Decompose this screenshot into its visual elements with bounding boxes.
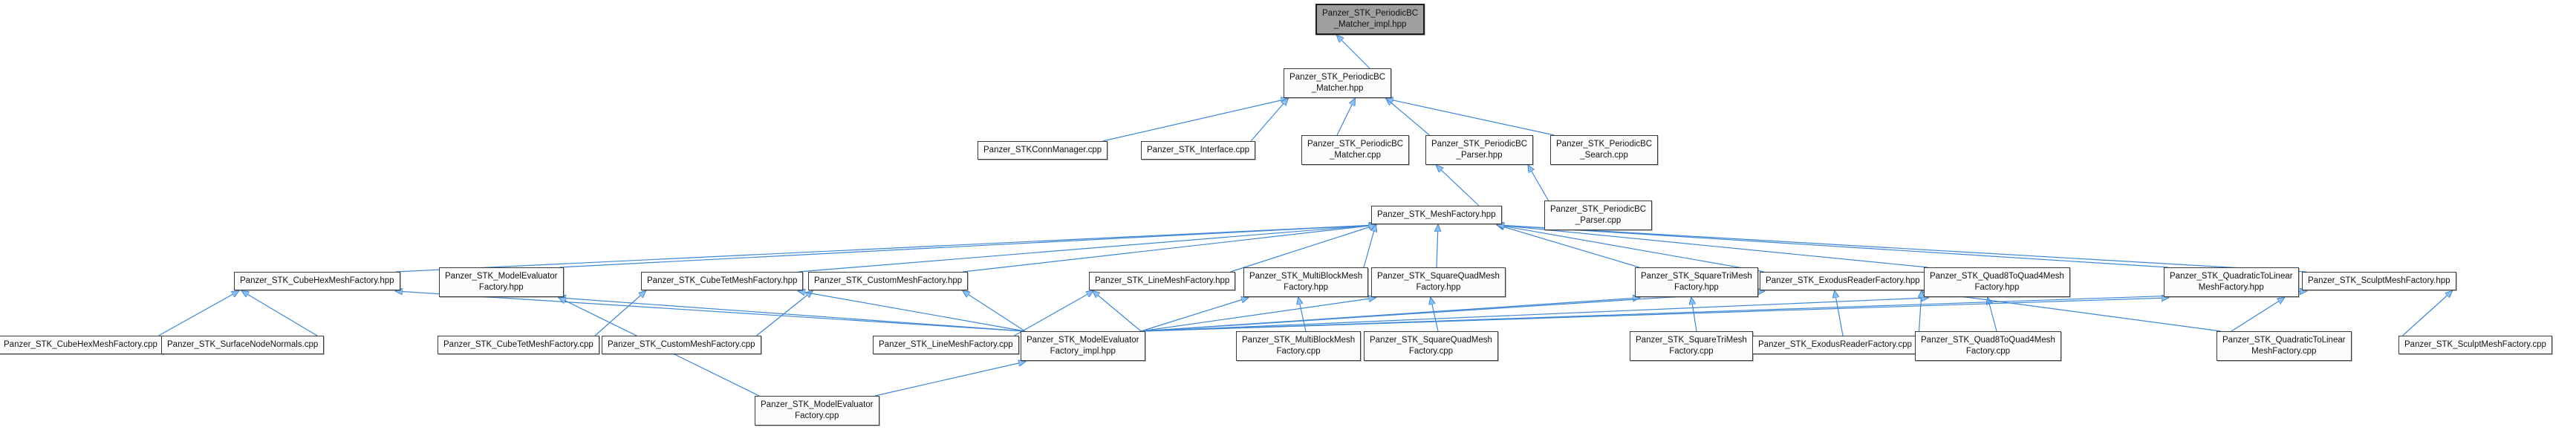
edge-interface_cpp-to-matcher_hpp — [1250, 99, 1288, 142]
graph-node-cubetet_hpp[interactable]: Panzer_STK_CubeTetMeshFactory.hpp — [641, 272, 804, 290]
edge-quad8_hpp-to-meshfactory_hpp — [1497, 225, 1928, 268]
edge-squarequad_hpp-to-meshfactory_hpp — [1437, 225, 1438, 268]
edge-modeleval_hpp-to-meshfactory_hpp — [559, 225, 1376, 268]
edge-sculpt_hpp-to-meshfactory_hpp — [1497, 225, 2307, 273]
edge-line_cpp-to-line_hpp — [1014, 291, 1093, 336]
edge-quad8_cpp-to-quad8_hpp — [1988, 298, 1997, 332]
edge-squaretri_cpp-to-squaretri_hpp — [1691, 298, 1697, 332]
edge-modeleval_impl_hpp-to-multiblock_hpp — [1140, 298, 1248, 332]
edge-exodus_hpp-to-meshfactory_hpp — [1497, 225, 1765, 273]
edge-modeleval_impl_hpp-to-custom_hpp — [963, 291, 1026, 332]
edge-modeleval_impl_hpp-to-exodus_hpp — [1140, 291, 1764, 332]
edge-custom_cpp-to-custom_hpp — [756, 291, 813, 336]
edge-exodus_cpp-to-exodus_hpp — [1835, 291, 1844, 336]
graph-node-multiblock_hpp[interactable]: Panzer_STK_MultiBlockMesh Factory.hpp — [1243, 267, 1369, 297]
edge-matcher_cpp-to-matcher_hpp — [1336, 99, 1355, 136]
edge-quadratic_cpp-to-quadratic_hpp — [2231, 298, 2284, 332]
edge-modeleval_impl_hpp-to-squarequad_hpp — [1140, 298, 1376, 332]
edge-parser_hpp-to-matcher_hpp — [1387, 99, 1430, 136]
graph-node-parser_hpp[interactable]: Panzer_STK_PeriodicBC _Parser.hpp — [1425, 135, 1534, 165]
edge-cubehex_hpp-to-meshfactory_hpp — [395, 225, 1376, 273]
graph-node-modeleval_cpp[interactable]: Panzer_STK_ModelEvaluator Factory.cpp — [755, 396, 879, 426]
edge-modeleval_impl_hpp-to-line_hpp — [1093, 291, 1142, 332]
graph-node-exodus_cpp[interactable]: Panzer_STK_ExodusReaderFactory.cpp — [1752, 336, 1918, 354]
graph-node-parser_cpp[interactable]: Panzer_STK_PeriodicBC _Parser.cpp — [1544, 201, 1653, 230]
graph-node-quadratic_cpp[interactable]: Panzer_STK_QuadraticToLinear MeshFactory… — [2216, 331, 2352, 361]
graph-node-quadratic_hpp[interactable]: Panzer_STK_QuadraticToLinear MeshFactory… — [2164, 267, 2299, 297]
edge-matcher_hpp-to-matcher_impl_hpp — [1337, 36, 1370, 69]
edge-squarequad_cpp-to-squarequad_hpp — [1431, 298, 1439, 332]
graph-node-squarequad_hpp[interactable]: Panzer_STK_SquareQuadMesh Factory.hpp — [1371, 267, 1506, 297]
edge-cubetet_cpp-to-cubetet_hpp — [594, 291, 645, 336]
edge-modeleval_cpp-to-modeleval_impl_hpp — [874, 362, 1025, 397]
graph-node-line_hpp[interactable]: Panzer_STK_LineMeshFactory.hpp — [1089, 272, 1236, 290]
graph-node-modeleval_impl_hpp[interactable]: Panzer_STK_ModelEvaluator Factory_impl.h… — [1021, 331, 1145, 361]
edge-modeleval_impl_hpp-to-cubehex_hpp — [396, 291, 1026, 332]
graph-node-quad8_hpp[interactable]: Panzer_STK_Quad8ToQuad4Mesh Factory.hpp — [1924, 267, 2070, 297]
edge-modeleval_impl_hpp-to-sculpt_hpp — [1140, 291, 2306, 332]
edge-cubehex_cpp-to-cubehex_hpp — [158, 291, 239, 336]
graph-node-line_cpp[interactable]: Panzer_STK_LineMeshFactory.cpp — [873, 336, 1019, 354]
edge-multiblock_hpp-to-meshfactory_hpp — [1363, 225, 1376, 268]
graph-node-search_cpp[interactable]: Panzer_STK_PeriodicBC _Search.cpp — [1550, 135, 1659, 165]
edge-quadratic_cpp-to-exodus_hpp — [1922, 291, 2222, 332]
edge-surfacenodenormals_cpp-to-cubehex_hpp — [242, 291, 318, 336]
graph-node-cubehex_hpp[interactable]: Panzer_STK_CubeHexMeshFactory.hpp — [234, 272, 400, 290]
edge-meshfactory_hpp-to-parser_hpp — [1437, 166, 1480, 206]
graph-node-matcher_impl_hpp[interactable]: Panzer_STK_PeriodicBC _Matcher_impl.hpp — [1315, 4, 1425, 35]
edge-modeleval_impl_hpp-to-modeleval_hpp — [559, 298, 1026, 332]
edge-modeleval_impl_hpp-to-quad8_hpp — [1140, 298, 1928, 332]
graph-node-squaretri_hpp[interactable]: Panzer_STK_SquareTriMesh Factory.hpp — [1635, 267, 1758, 297]
graph-node-quad8_cpp[interactable]: Panzer_STK_Quad8ToQuad4Mesh Factory.cpp — [1915, 331, 2061, 361]
edge-search_cpp-to-matcher_hpp — [1387, 99, 1555, 136]
edge-parser_cpp-to-parser_hpp — [1529, 166, 1549, 201]
graph-node-exodus_hpp[interactable]: Panzer_STK_ExodusReaderFactory.hpp — [1760, 272, 1926, 290]
graph-node-interface_cpp[interactable]: Panzer_STK_Interface.cpp — [1141, 141, 1256, 160]
graph-node-squaretri_cpp[interactable]: Panzer_STK_SquareTriMesh Factory.cpp — [1630, 331, 1753, 361]
graph-node-surfacenodenormals_cpp[interactable]: Panzer_STK_SurfaceNodeNormals.cpp — [161, 336, 325, 354]
edge-quadratic_hpp-to-meshfactory_hpp — [1497, 225, 2169, 268]
graph-node-meshfactory_hpp[interactable]: Panzer_STK_MeshFactory.hpp — [1371, 206, 1502, 224]
edge-cubetet_hpp-to-meshfactory_hpp — [798, 225, 1376, 273]
edge-connmanager_cpp-to-matcher_hpp — [1102, 99, 1288, 142]
edge-sculpt_cpp-to-sculpt_hpp — [2402, 291, 2453, 336]
graph-node-modeleval_hpp[interactable]: Panzer_STK_ModelEvaluator Factory.hpp — [439, 267, 564, 297]
graph-node-custom_cpp[interactable]: Panzer_STK_CustomMeshFactory.cpp — [602, 336, 761, 354]
edge-line_hpp-to-meshfactory_hpp — [1230, 225, 1376, 273]
edge-custom_hpp-to-meshfactory_hpp — [963, 225, 1376, 273]
graph-node-sculpt_hpp[interactable]: Panzer_STK_SculptMeshFactory.hpp — [2302, 272, 2456, 290]
graph-node-squarequad_cpp[interactable]: Panzer_STK_SquareQuadMesh Factory.cpp — [1364, 331, 1498, 361]
edge-squaretri_hpp-to-meshfactory_hpp — [1497, 225, 1640, 268]
graph-node-matcher_hpp[interactable]: Panzer_STK_PeriodicBC _Matcher.hpp — [1284, 68, 1392, 98]
edge-modeleval_impl_hpp-to-cubetet_hpp — [799, 291, 1026, 332]
graph-node-cubehex_cpp[interactable]: Panzer_STK_CubeHexMeshFactory.cpp — [0, 336, 163, 354]
edge-quad8_cpp-to-exodus_hpp — [1919, 291, 1922, 332]
graph-node-matcher_cpp[interactable]: Panzer_STK_PeriodicBC _Matcher.cpp — [1301, 135, 1410, 165]
graph-node-connmanager_cpp[interactable]: Panzer_STKConnManager.cpp — [978, 141, 1108, 160]
graph-node-cubetet_cpp[interactable]: Panzer_STK_CubeTetMeshFactory.cpp — [438, 336, 599, 354]
graph-node-sculpt_cpp[interactable]: Panzer_STK_SculptMeshFactory.cpp — [2398, 336, 2552, 354]
graph-node-custom_hpp[interactable]: Panzer_STK_CustomMeshFactory.hpp — [808, 272, 969, 290]
graph-node-multiblock_cpp[interactable]: Panzer_STK_MultiBlockMesh Factory.cpp — [1236, 331, 1362, 361]
